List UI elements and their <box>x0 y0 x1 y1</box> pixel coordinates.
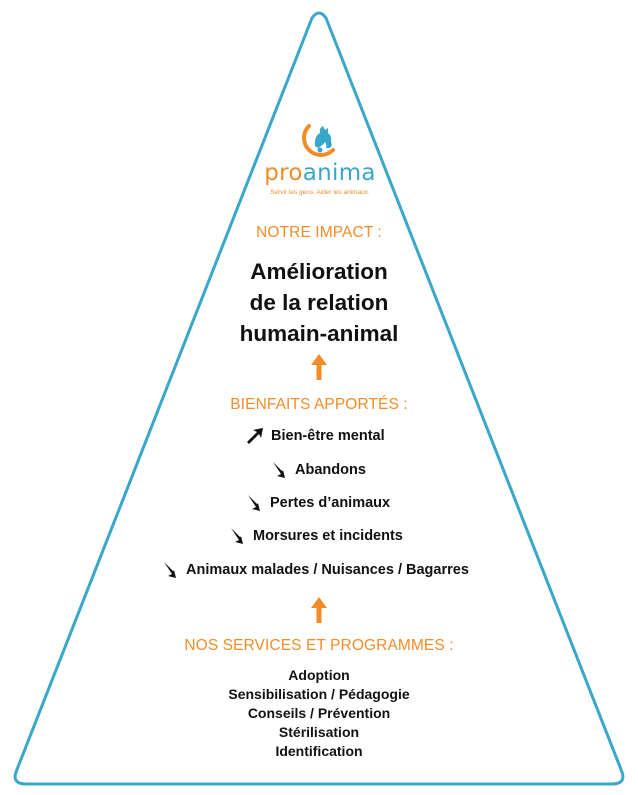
service-item: Identification <box>275 743 363 759</box>
service-item: Conseils / Prévention <box>247 705 391 721</box>
impact-line: de la relation <box>249 290 389 315</box>
services-list: Adoption Sensibilisation / Pédagogie Con… <box>0 666 638 761</box>
impact-statement: Amélioration de la relation humain-anima… <box>0 256 638 349</box>
benefit-item: Bien-être mental <box>245 426 385 446</box>
benefit-label: Abandons <box>295 462 366 478</box>
logo-tagline: Servir les gens. Aider les animaux. <box>270 189 370 196</box>
down-arrow-icon <box>246 495 260 511</box>
service-item: Stérilisation <box>278 724 360 740</box>
benefit-item: Abandons <box>269 460 366 480</box>
impact-line: humain-animal <box>239 321 399 346</box>
benefit-item: Morsures et incidents <box>227 526 403 546</box>
logo-wordmark: proanima <box>255 160 385 186</box>
impact-line: Amélioration <box>250 259 388 284</box>
up-arrow-icon <box>247 428 263 444</box>
impact-heading: NOTRE IMPACT : <box>256 224 382 241</box>
down-arrow-icon <box>162 562 176 578</box>
services-heading: NOS SERVICES ET PROGRAMMES : <box>184 637 454 654</box>
proanima-logo: proanima Servir les gens. Aider les anim… <box>255 120 385 200</box>
benefit-label: Pertes d’animaux <box>270 495 391 511</box>
benefit-label: Morsures et incidents <box>253 528 403 544</box>
benefit-item: Pertes d’animaux <box>244 493 390 513</box>
benefit-item: Animaux malades / Nuisances / Bagarres <box>160 560 469 580</box>
service-item: Sensibilisation / Pédagogie <box>228 686 410 702</box>
benefits-heading: BIENFAITS APPORTÉS : <box>230 396 408 413</box>
service-item: Adoption <box>288 667 350 683</box>
down-arrow-icon <box>271 462 285 478</box>
logo-animal-icon <box>302 124 335 157</box>
up-arrow-icon <box>311 354 327 380</box>
up-arrow-icon <box>311 597 327 623</box>
benefit-label: Animaux malades / Nuisances / Bagarres <box>186 562 469 578</box>
benefit-label: Bien-être mental <box>271 428 385 444</box>
down-arrow-icon <box>229 528 243 544</box>
logo-word-anima: anima <box>302 160 376 186</box>
logo-word-pro: pro <box>264 160 303 186</box>
